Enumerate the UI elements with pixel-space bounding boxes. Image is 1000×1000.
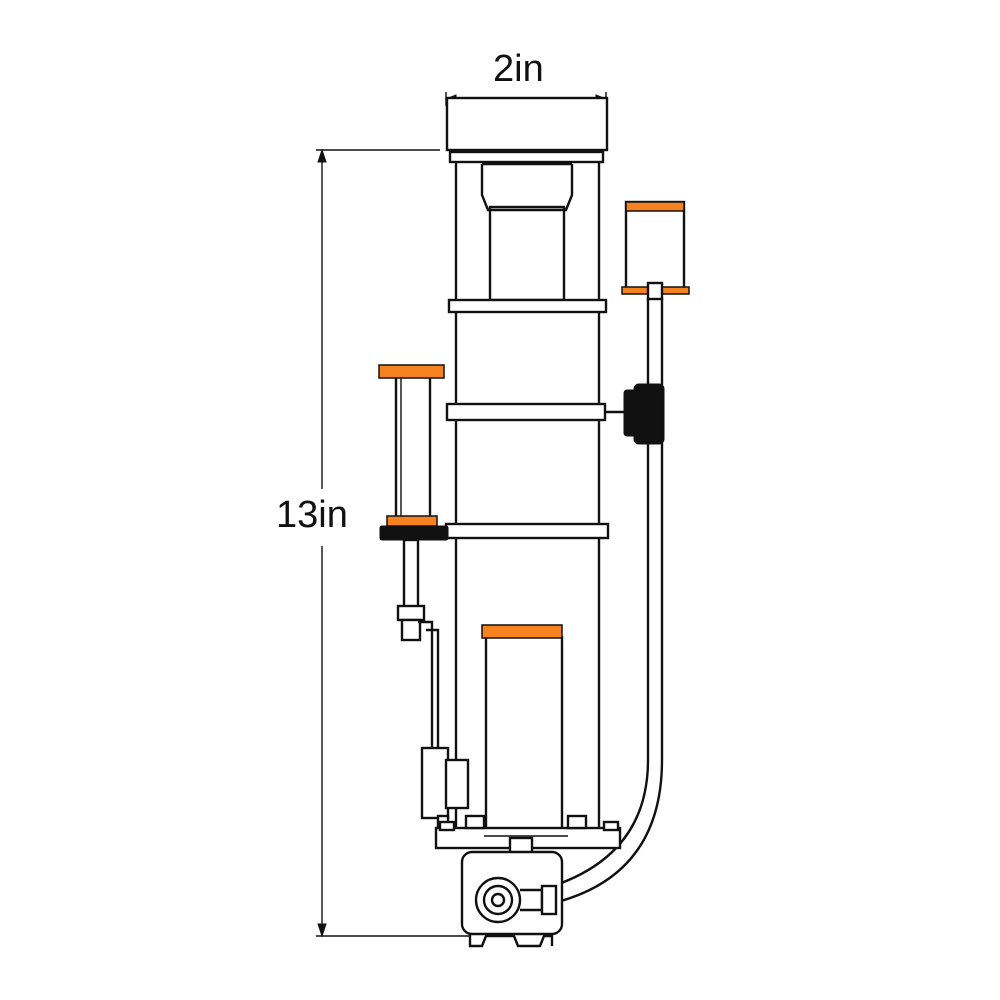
collection-cup bbox=[447, 162, 608, 314]
outlet-tube bbox=[539, 298, 664, 907]
silencer-cap bbox=[378, 364, 445, 379]
air-silencer bbox=[378, 364, 470, 830]
skimmer-body bbox=[444, 312, 610, 828]
needle-wheel-pump bbox=[460, 836, 564, 948]
silencer-base bbox=[386, 515, 438, 527]
chamber-cap bbox=[481, 624, 563, 639]
drain-cup bbox=[621, 200, 690, 301]
reaction-chamber bbox=[481, 624, 564, 828]
height-dimension-line bbox=[316, 148, 470, 938]
height-dimension-label: 13in bbox=[276, 494, 348, 536]
drain-cup-cap bbox=[625, 201, 685, 212]
collection-cup-lid bbox=[445, 96, 609, 164]
adjustment-knob bbox=[605, 383, 665, 445]
width-dimension-label: 2in bbox=[493, 48, 544, 90]
